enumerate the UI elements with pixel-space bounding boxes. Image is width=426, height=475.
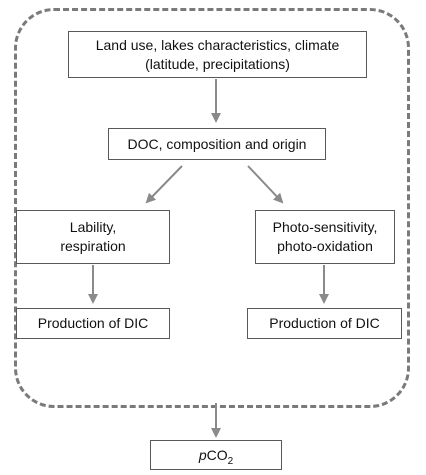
photo-box: Photo-sensitivity, photo-oxidation xyxy=(255,210,395,264)
arrow-doc-to-lability xyxy=(145,165,183,204)
photo-line-1: Photo-sensitivity, xyxy=(272,219,378,235)
dic-right-label: Production of DIC xyxy=(269,315,380,331)
doc-box: DOC, composition and origin xyxy=(108,128,326,160)
pco2-label: pCO2 xyxy=(198,446,234,467)
dic-left-box: Production of DIC xyxy=(16,308,170,339)
lability-line-1: Lability, xyxy=(69,219,117,235)
pco2-prefix: p xyxy=(198,446,207,463)
lability-line-2: respiration xyxy=(60,238,126,254)
drivers-box: Land use, lakes characteristics, climate… xyxy=(68,31,367,78)
drivers-line-1: Land use, lakes characteristics, climate xyxy=(95,36,340,53)
doc-label: DOC, composition and origin xyxy=(127,135,307,152)
dashed-system-boundary xyxy=(14,8,410,408)
pco2-subscript: 2 xyxy=(227,455,234,467)
photo-line-2: photo-oxidation xyxy=(277,238,373,254)
pco2-main: CO xyxy=(206,446,228,463)
drivers-line-2: (latitude, precipitations) xyxy=(145,55,290,72)
pco2-box: pCO2 xyxy=(150,440,282,470)
dic-right-box: Production of DIC xyxy=(247,308,402,339)
dic-left-label: Production of DIC xyxy=(37,315,149,331)
arrow-doc-to-photo xyxy=(247,165,284,204)
lability-box: Lability, respiration xyxy=(16,210,170,264)
